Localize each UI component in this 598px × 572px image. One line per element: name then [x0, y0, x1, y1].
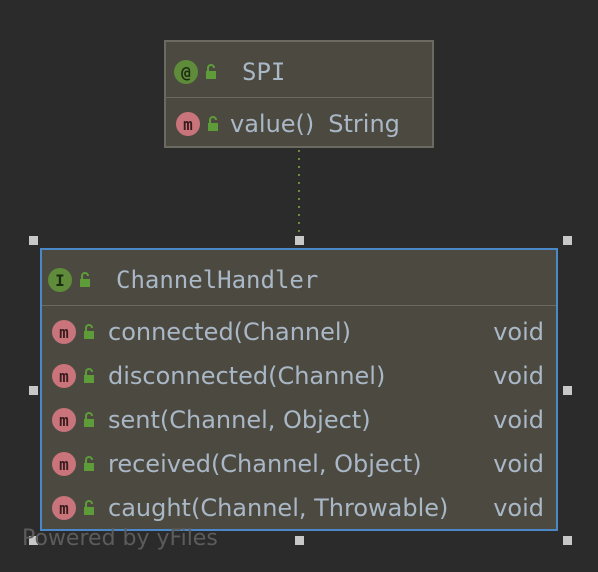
method-return-type: void [493, 362, 544, 390]
method-icon: m [52, 452, 76, 476]
resize-handle-bottom-left[interactable] [29, 536, 38, 545]
channelhandler-separator [42, 305, 556, 306]
public-lock-icon [84, 368, 94, 383]
public-lock-icon [208, 116, 218, 131]
spi-annotation-node[interactable]: @ SPI m value() String [164, 40, 434, 148]
public-lock-icon [84, 412, 94, 427]
method-icon: m [52, 320, 76, 344]
public-lock-icon [84, 456, 94, 471]
method-return-type: void [493, 406, 544, 434]
resize-handle-bottom[interactable] [295, 536, 304, 545]
method-label: received(Channel, Object) [108, 450, 422, 478]
method-return-type: void [493, 318, 544, 346]
method-label: sent(Channel, Object) [108, 406, 371, 434]
interface-icon: I [48, 268, 72, 292]
public-lock-icon [80, 272, 90, 287]
public-lock-icon [84, 324, 94, 339]
spi-separator [166, 97, 432, 98]
method-icon: m [52, 364, 76, 388]
method-return-type: String [328, 110, 400, 138]
resize-handle-top-left[interactable] [29, 236, 38, 245]
method-return-type: void [493, 450, 544, 478]
annotation-icon: @ [174, 60, 198, 84]
resize-handle-bottom-right[interactable] [563, 536, 572, 545]
resize-handle-top-right[interactable] [563, 236, 572, 245]
spi-header: @ SPI [174, 58, 432, 86]
method-label: disconnected(Channel) [108, 362, 386, 390]
method-icon: m [52, 496, 76, 520]
channelhandler-interface-node[interactable]: I ChannelHandler m connected(Channel) vo… [40, 248, 558, 531]
method-label: value() [230, 110, 315, 138]
method-icon: m [52, 408, 76, 432]
channelhandler-title: ChannelHandler [116, 266, 319, 294]
public-lock-icon [84, 500, 94, 515]
method-row-disconnected[interactable]: m disconnected(Channel) void [52, 362, 556, 390]
spi-title: SPI [242, 58, 286, 86]
resize-handle-left[interactable] [29, 386, 38, 395]
method-icon: m [176, 112, 200, 136]
method-row-sent[interactable]: m sent(Channel, Object) void [52, 406, 556, 434]
method-row-connected[interactable]: m connected(Channel) void [52, 318, 556, 346]
public-lock-icon [206, 64, 216, 79]
channelhandler-header: I ChannelHandler [48, 266, 556, 294]
resize-handle-top[interactable] [295, 236, 304, 245]
method-row-received[interactable]: m received(Channel, Object) void [52, 450, 556, 478]
method-row-caught[interactable]: m caught(Channel, Throwable) void [52, 494, 556, 522]
method-label: caught(Channel, Throwable) [108, 494, 449, 522]
method-return-type: void [493, 494, 544, 522]
yfiles-watermark: Powered by yFiles [22, 526, 218, 551]
resize-handle-right[interactable] [563, 386, 572, 395]
spi-method-row[interactable]: m value() String [176, 110, 432, 138]
method-label: connected(Channel) [108, 318, 351, 346]
